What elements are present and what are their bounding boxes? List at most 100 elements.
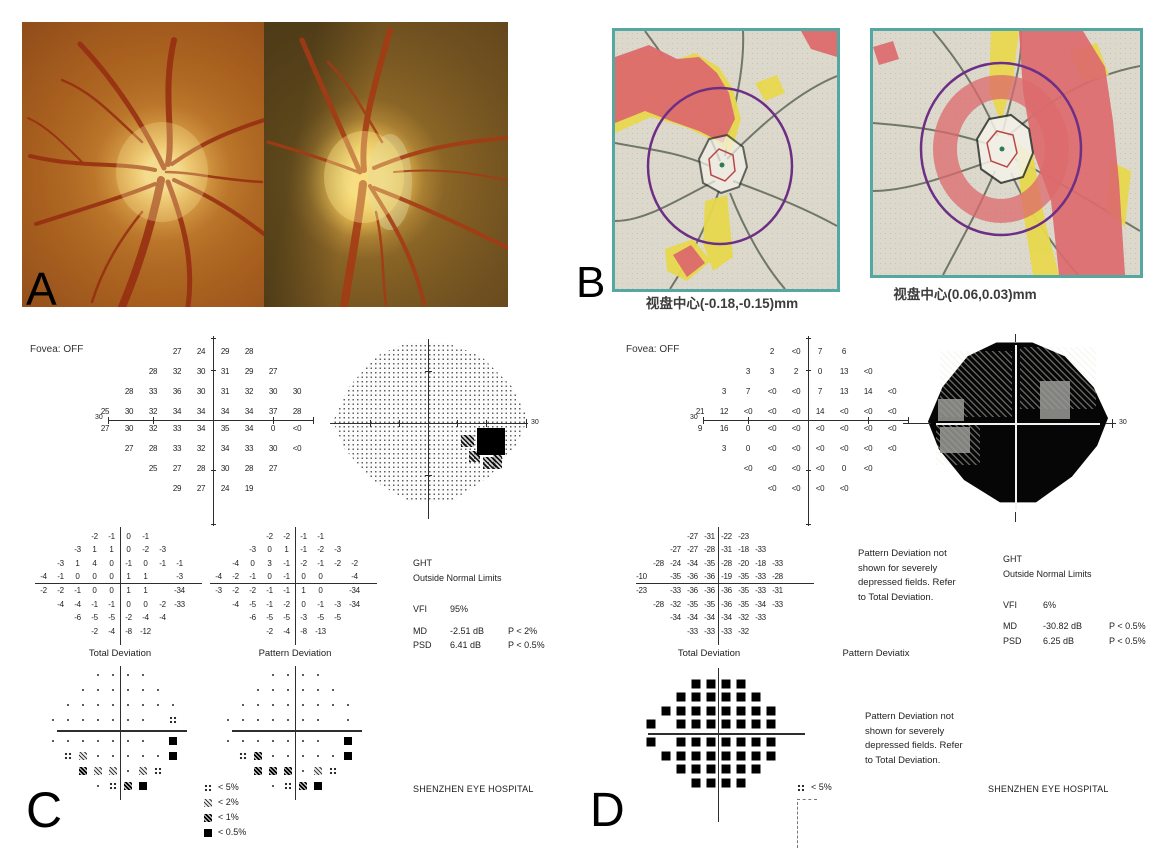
vf-value: -5 bbox=[91, 613, 98, 622]
axis-end-tick bbox=[526, 419, 527, 428]
prob-symbol-lt1-icon bbox=[204, 813, 212, 822]
pattern-deviation-probability-c bbox=[215, 660, 385, 810]
vf-value: -1 bbox=[283, 572, 290, 581]
vf-value: <0 bbox=[743, 407, 753, 416]
pattern-deviation-note-upper: Pattern Deviation not shown for severely… bbox=[858, 547, 956, 605]
disc-topography-left bbox=[612, 28, 840, 292]
greyscale-defect-fringe bbox=[483, 457, 496, 469]
vf-value: -4 bbox=[40, 572, 47, 581]
vf-value: 28 bbox=[244, 347, 254, 356]
vf-value: 0 bbox=[318, 586, 323, 595]
prob-symbol bbox=[271, 755, 274, 757]
vf-value: -2 bbox=[57, 586, 64, 595]
prob-symbol bbox=[286, 740, 289, 742]
vf-value: 28 bbox=[292, 407, 302, 416]
prob-symbol bbox=[691, 706, 700, 715]
vf-value: -34 bbox=[174, 586, 185, 595]
vf-value: 30 bbox=[124, 424, 134, 433]
prob-symbol bbox=[301, 755, 304, 757]
vf-value: 13 bbox=[839, 387, 849, 396]
vf-value: -24 bbox=[670, 558, 681, 568]
prob-symbol bbox=[126, 719, 129, 721]
vf-value: 1 bbox=[301, 586, 306, 595]
prob-symbol bbox=[271, 704, 274, 706]
prob-symbol bbox=[301, 770, 304, 772]
vf-value: -8 bbox=[125, 626, 132, 636]
vf-value: 27 bbox=[124, 444, 134, 453]
vf-value: <0 bbox=[863, 444, 873, 453]
prob-symbol bbox=[313, 782, 322, 790]
greyscale-axis-stub bbox=[1106, 423, 1116, 424]
vf-value: -33 bbox=[755, 586, 766, 595]
vf-value: 14 bbox=[863, 387, 873, 396]
vf-value: 32 bbox=[244, 387, 254, 396]
vf-value: 9 bbox=[697, 424, 703, 433]
prob-symbol bbox=[691, 764, 700, 774]
prob-symbol bbox=[226, 719, 229, 721]
vf-value: 3 bbox=[745, 367, 751, 376]
prob-symbol bbox=[81, 704, 84, 706]
psd-value: 6.41 dB bbox=[450, 640, 482, 650]
greyscale-defect-fringe bbox=[493, 455, 502, 469]
prob-symbol bbox=[93, 767, 102, 775]
prob-symbol bbox=[241, 719, 244, 721]
vf-value: <0 bbox=[863, 464, 873, 473]
vf-value: -36 bbox=[687, 572, 698, 581]
vf-value: -2 bbox=[142, 545, 149, 554]
prob-symbol bbox=[141, 674, 144, 676]
vf-value: -35 bbox=[704, 599, 715, 609]
vf-value: -2 bbox=[232, 572, 239, 581]
prob-symbol bbox=[301, 674, 304, 676]
prob-symbol bbox=[123, 782, 132, 790]
vf-value: 28 bbox=[124, 387, 134, 396]
vf-value: -31 bbox=[772, 586, 783, 595]
prob-symbol bbox=[301, 740, 304, 742]
prob-symbol bbox=[331, 704, 334, 706]
vf-value: -2 bbox=[266, 626, 273, 636]
prob-symbol bbox=[241, 704, 244, 706]
prob-symbol bbox=[78, 767, 87, 775]
vf-value: -35 bbox=[738, 599, 749, 609]
prob-symbol bbox=[66, 740, 69, 742]
vf-value: <0 bbox=[839, 424, 849, 433]
vf-value: -6 bbox=[74, 613, 81, 622]
vf-value: -28 bbox=[704, 545, 715, 554]
prob-symbol bbox=[301, 689, 304, 691]
vf-value: -2 bbox=[266, 531, 273, 541]
total-deviation-probability-c bbox=[40, 660, 210, 810]
vf-value: -13 bbox=[315, 626, 326, 636]
vf-value: -4 bbox=[159, 613, 166, 622]
vf-value: -1 bbox=[142, 531, 149, 541]
vf-value: <0 bbox=[839, 484, 849, 493]
greyscale-defect-fringe bbox=[461, 435, 474, 447]
greyscale-axis-stub bbox=[903, 423, 931, 424]
vf-value: 0 bbox=[267, 572, 272, 581]
prob-symbol bbox=[168, 716, 177, 724]
vf-value: -4 bbox=[283, 626, 290, 636]
vf-value: -34 bbox=[687, 613, 698, 622]
axis-tick bbox=[425, 475, 432, 476]
vf-value: <0 bbox=[815, 464, 825, 473]
vf-value: -5 bbox=[266, 613, 273, 622]
prob-symbol bbox=[96, 704, 99, 706]
prob-symbol bbox=[766, 719, 775, 729]
psd-p-value: P < 0.5% bbox=[1109, 636, 1146, 646]
vf-value: -1 bbox=[300, 545, 307, 554]
vf-value: 30 bbox=[268, 387, 278, 396]
prob-symbol bbox=[721, 737, 730, 747]
vf-value: 2 bbox=[769, 347, 775, 356]
greyscale-vertical-axis bbox=[1015, 345, 1017, 510]
vf-value: -1 bbox=[91, 599, 98, 609]
vf-value: -35 bbox=[738, 572, 749, 581]
vf-value: -34 bbox=[755, 599, 766, 609]
prob-symbol bbox=[736, 764, 745, 774]
prob-symbol bbox=[691, 751, 700, 760]
prob-symbol bbox=[331, 689, 334, 691]
vf-value: 36 bbox=[172, 387, 182, 396]
vf-value: 0 bbox=[250, 558, 255, 568]
prob-symbol bbox=[271, 689, 274, 691]
total-deviation-title-d: Total Deviation bbox=[677, 648, 741, 659]
